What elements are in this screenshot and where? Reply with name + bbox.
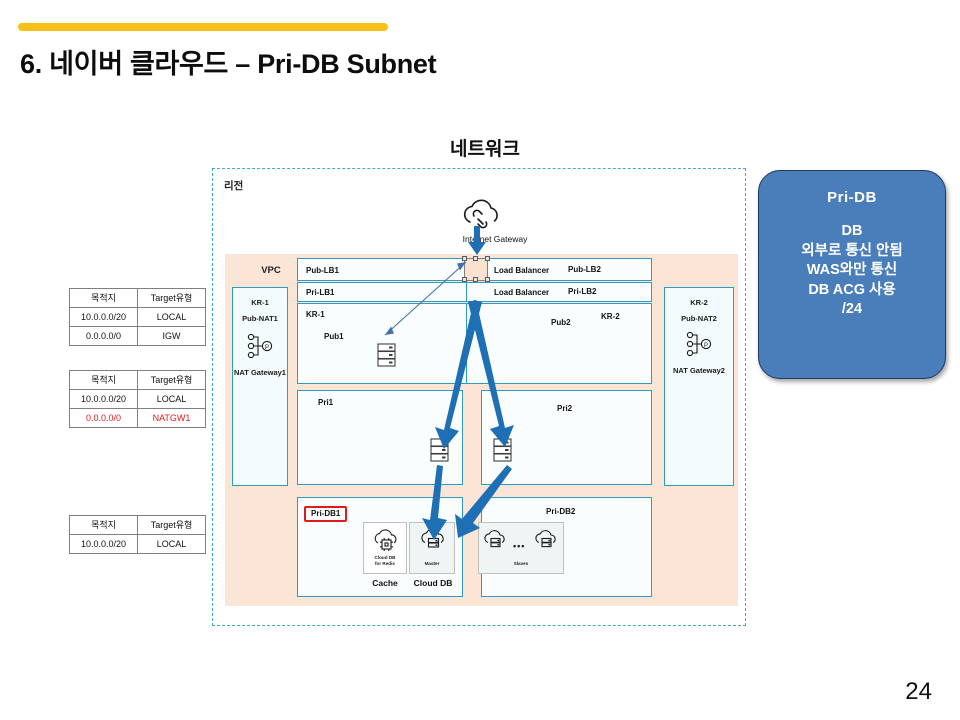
nat2-subnet-label: Pub-NAT2	[681, 314, 717, 323]
db-card-slaves: ••• Slaves	[478, 522, 564, 574]
subnet-pub-nat1: KR-1 Pub-NAT1 P NAT Gateway1	[232, 287, 288, 486]
clouddb-footer-label: Cloud DB	[413, 578, 453, 588]
server-icon	[493, 438, 512, 462]
nat2-zone-label: KR-2	[690, 298, 708, 307]
rt2-r1-dest: 0.0.0.0/0	[69, 408, 138, 428]
nat1-name-label: NAT Gateway1	[234, 368, 286, 377]
page-number: 24	[905, 678, 932, 705]
nat1-zone-label: KR-1	[251, 298, 269, 307]
resize-handle-n[interactable]	[473, 256, 478, 261]
accent-bar	[18, 23, 388, 31]
cloud-db-redis-icon	[374, 529, 397, 551]
route-table-1: 목적지 Target유형 10.0.0.0/20 LOCAL 0.0.0.0/0…	[69, 288, 206, 346]
db-card-master: Master	[409, 522, 455, 574]
svg-text:P: P	[704, 343, 708, 349]
pri2-subnet-label: Pri2	[557, 404, 573, 413]
subnet-pri1: Pri1	[297, 390, 463, 485]
cloud-db-icon	[535, 530, 556, 548]
table-row: 0.0.0.0/0 IGW	[69, 326, 206, 346]
pri1-subnet-label: Pri1	[318, 398, 334, 407]
pub-lb2-label: Pub-LB2	[568, 265, 601, 274]
cloud-db-icon	[484, 530, 505, 548]
table-row: 0.0.0.0/0 NATGW1	[69, 408, 206, 428]
slaves-card-caption: Slaves	[513, 561, 529, 566]
rt2-header-target: Target유형	[137, 370, 206, 390]
pub2-subnet-label: Pub2	[551, 318, 571, 327]
cache-card-caption: Cloud DB for Redis	[374, 555, 396, 566]
pub-lb1-label: Pub-LB1	[306, 266, 339, 275]
resize-handle-sw[interactable]	[462, 277, 467, 282]
resize-handle-s[interactable]	[473, 277, 478, 282]
resize-handle-se[interactable]	[485, 277, 490, 282]
rt1-header-target: Target유형	[137, 288, 206, 308]
server-icon	[430, 438, 449, 462]
svg-text:P: P	[265, 345, 269, 351]
pub1-subnet-label: Pub1	[324, 332, 344, 341]
internet-gateway-label: Internet Gateway	[462, 234, 528, 244]
db-card-cache: Cloud DB for Redis	[363, 522, 407, 574]
callout-title: Pri-DB	[827, 189, 877, 206]
subnet-pub-nat2: KR-2 Pub-NAT2 P NAT Gateway2	[664, 287, 734, 486]
nat1-subnet-label: Pub-NAT1	[242, 314, 278, 323]
diagram-heading: 네트워크	[450, 139, 520, 160]
master-card-caption: Master	[424, 561, 440, 566]
pri-db2-label: Pri-DB2	[546, 507, 576, 516]
rt1-r0-target: LOCAL	[137, 307, 206, 327]
region-label: 리전	[224, 180, 244, 192]
rt2-r0-target: LOCAL	[137, 389, 206, 409]
rt3-header-target: Target유형	[137, 515, 206, 535]
lb-row-private: Pri-LB1 Load Balancer Pri-LB2	[297, 282, 652, 302]
rt1-header-dest: 목적지	[69, 288, 138, 308]
nat-gateway-icon: P	[686, 331, 712, 357]
rt1-r1-target: IGW	[137, 326, 206, 346]
table-row: 10.0.0.0/20 LOCAL	[69, 389, 206, 409]
rt3-r0-target: LOCAL	[137, 534, 206, 554]
pri-lb1-label: Pri-LB1	[306, 288, 335, 297]
pub2-zone-label: KR-2	[601, 312, 620, 321]
rt1-r0-dest: 10.0.0.0/20	[69, 307, 138, 327]
pub-subnets-row: KR-1 Pub1 Pub2 KR-2	[297, 303, 652, 384]
rt1-r1-dest: 0.0.0.0/0	[69, 326, 138, 346]
subnet-pri2: Pri2	[481, 390, 652, 485]
rt3-r0-dest: 10.0.0.0/20	[69, 534, 138, 554]
table-row: 10.0.0.0/20 LOCAL	[69, 307, 206, 327]
callout-box: Pri-DB DB 외부로 통신 안됨 WAS와만 통신 DB ACG 사용 /…	[758, 170, 946, 379]
route-table-2: 목적지 Target유형 10.0.0.0/20 LOCAL 0.0.0.0/0…	[69, 370, 206, 428]
server-icon	[377, 343, 396, 367]
cloud-db-icon	[421, 528, 444, 548]
rt3-header-dest: 목적지	[69, 515, 138, 535]
nat2-name-label: NAT Gateway2	[673, 366, 725, 375]
table-header-row: 목적지 Target유형	[69, 288, 206, 308]
resize-handle-ne[interactable]	[485, 256, 490, 261]
page-title: 6. 네이버 클라우드 – Pri-DB Subnet	[20, 49, 437, 79]
cache-footer-label: Cache	[372, 578, 398, 588]
rt2-header-dest: 목적지	[69, 370, 138, 390]
resize-handle-nw[interactable]	[462, 256, 467, 261]
pri-db1-highlight-label: Pri-DB1	[304, 506, 348, 522]
table-header-row: 목적지 Target유형	[69, 370, 206, 390]
rt2-r1-target: NATGW1	[137, 408, 206, 428]
vpc-label: VPC	[261, 265, 281, 276]
table-row: 10.0.0.0/20 LOCAL	[69, 534, 206, 554]
callout-body: DB 외부로 통신 안됨 WAS와만 통신 DB ACG 사용 /24	[801, 223, 903, 318]
pub1-zone-label: KR-1	[306, 310, 325, 319]
rt2-r0-dest: 10.0.0.0/20	[69, 389, 138, 409]
pub-lb-type-label: Load Balancer	[494, 266, 550, 275]
nat-gateway-icon: P	[247, 333, 273, 359]
pri-lb-type-label: Load Balancer	[494, 288, 550, 297]
route-table-3: 목적지 Target유형 10.0.0.0/20 LOCAL	[69, 515, 206, 554]
pri-lb2-label: Pri-LB2	[568, 287, 597, 296]
slaves-ellipsis: •••	[513, 541, 526, 551]
table-header-row: 목적지 Target유형	[69, 515, 206, 535]
